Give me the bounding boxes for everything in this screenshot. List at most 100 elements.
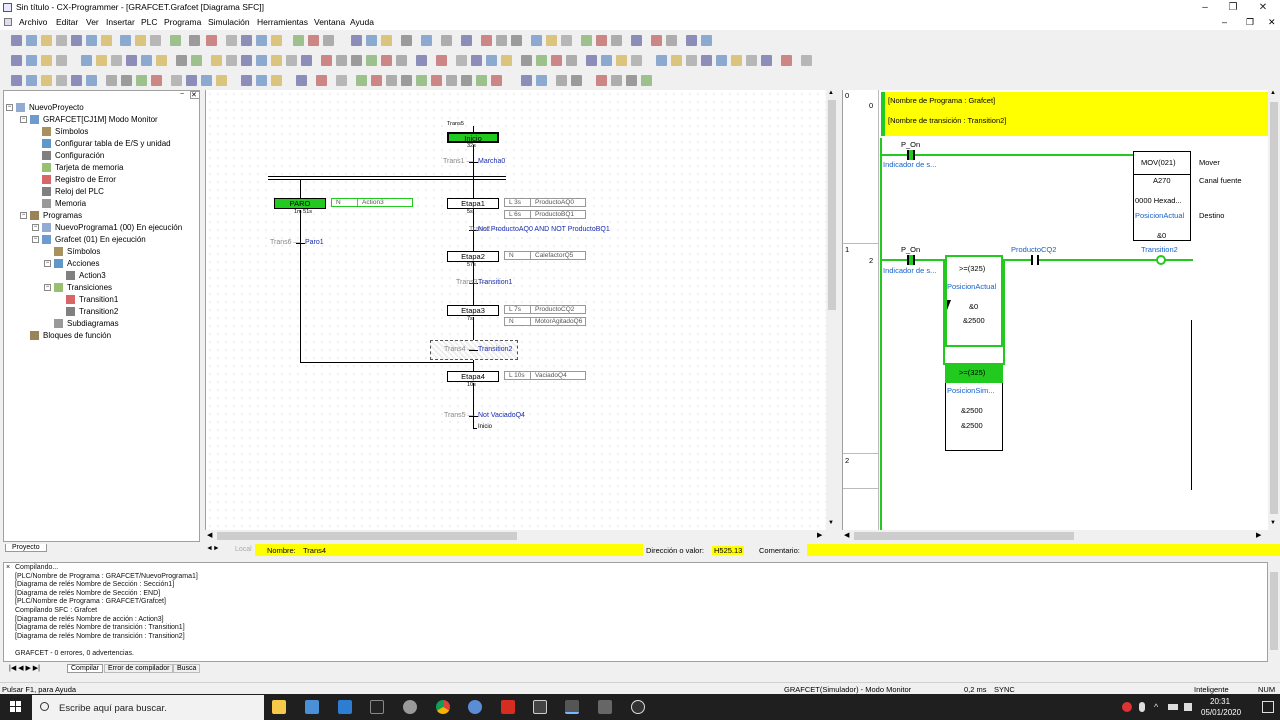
tree-item[interactable]: Tarjeta de memoria: [55, 163, 124, 172]
menu-programa[interactable]: Programa: [164, 17, 202, 27]
menu-ventana[interactable]: Ventana: [314, 17, 346, 27]
chevron-up-icon[interactable]: ^: [1154, 702, 1159, 712]
tb3-tool-icon-32[interactable]: [556, 75, 567, 86]
microphone-icon[interactable]: [1139, 702, 1145, 712]
tb3-tool-icon-13[interactable]: [216, 75, 227, 86]
coil-transition2[interactable]: [1156, 255, 1166, 265]
menu-ver[interactable]: Ver: [86, 17, 99, 27]
app-terminal-icon[interactable]: [533, 700, 547, 714]
tree-item[interactable]: Transition1: [79, 295, 119, 304]
tb2-tool-icon-17[interactable]: [286, 55, 297, 66]
ladder-scroll-left-icon[interactable]: ◀: [844, 532, 850, 539]
tree-item[interactable]: Transition2: [79, 307, 119, 316]
scroll-down-icon[interactable]: ▼: [828, 520, 834, 526]
transition-bar[interactable]: [469, 350, 478, 351]
tb2-tool-icon-13[interactable]: [226, 55, 237, 66]
tb1-tool-icon-21[interactable]: [366, 35, 377, 46]
tb2-tool-icon-48[interactable]: [801, 55, 812, 66]
transition-bar[interactable]: [469, 416, 478, 417]
tb3-tool-icon-37[interactable]: [641, 75, 652, 86]
tb1-tool-icon-7[interactable]: [120, 35, 131, 46]
tb2-tool-icon-11[interactable]: [191, 55, 202, 66]
tree-item[interactable]: Programas: [43, 211, 83, 220]
tb1-tool-icon-19[interactable]: [323, 35, 334, 46]
sfc-step[interactable]: Inicio: [447, 132, 499, 143]
tb1-tool-icon-29[interactable]: [511, 35, 522, 46]
tb3-tool-icon-21[interactable]: [371, 75, 382, 86]
tree-item[interactable]: Símbolos: [67, 247, 101, 256]
sfc-step[interactable]: Etapa2: [447, 251, 499, 262]
contact-p-on[interactable]: [907, 150, 915, 160]
tb2-tool-icon-23[interactable]: [381, 55, 392, 66]
tb1-tool-icon-36[interactable]: [631, 35, 642, 46]
tb2-tool-icon-44[interactable]: [731, 55, 742, 66]
tree-expand-icon[interactable]: −: [20, 116, 27, 123]
tb2-tool-icon-31[interactable]: [521, 55, 532, 66]
tree-expand-icon[interactable]: −: [6, 104, 13, 111]
tb1-tool-icon-20[interactable]: [351, 35, 362, 46]
tab-error-compilador[interactable]: Error de compilador: [104, 664, 174, 673]
tree-expand-icon[interactable]: −: [44, 260, 51, 267]
tree-expand-icon[interactable]: −: [44, 284, 51, 291]
tb3-tool-icon-30[interactable]: [521, 75, 532, 86]
tb2-tool-icon-47[interactable]: [781, 55, 792, 66]
restore-button[interactable]: ❐: [1228, 2, 1238, 13]
tb1-tool-icon-9[interactable]: [150, 35, 161, 46]
tree-item[interactable]: Acciones: [67, 259, 100, 268]
tb2-tool-icon-24[interactable]: [396, 55, 407, 66]
tb1-tool-icon-38[interactable]: [666, 35, 677, 46]
tb2-tool-icon-18[interactable]: [301, 55, 312, 66]
tb1-tool-icon-14[interactable]: [241, 35, 252, 46]
tb3-tool-icon-0[interactable]: [11, 75, 22, 86]
tb1-tool-icon-16[interactable]: [271, 35, 282, 46]
tb1-tool-icon-0[interactable]: [11, 35, 22, 46]
tb3-tool-icon-26[interactable]: [446, 75, 457, 86]
output-close-icon[interactable]: ×: [6, 564, 11, 571]
scroll-up-icon[interactable]: ▲: [828, 90, 834, 96]
tab-busca[interactable]: Busca: [173, 664, 201, 673]
tb2-tool-icon-21[interactable]: [351, 55, 362, 66]
menu-herramientas[interactable]: Herramientas: [257, 17, 309, 27]
tb2-tool-icon-5[interactable]: [96, 55, 107, 66]
tb3-tool-icon-7[interactable]: [121, 75, 132, 86]
tree-item[interactable]: Símbolos: [55, 127, 89, 136]
tb2-tool-icon-19[interactable]: [321, 55, 332, 66]
tree-close-button[interactable]: ✕: [190, 91, 200, 99]
tb1-tool-icon-2[interactable]: [41, 35, 52, 46]
tb1-tool-icon-13[interactable]: [226, 35, 237, 46]
tb1-tool-icon-10[interactable]: [170, 35, 181, 46]
tb2-tool-icon-45[interactable]: [746, 55, 757, 66]
tb2-tool-icon-6[interactable]: [111, 55, 122, 66]
output-scrollbar[interactable]: [1268, 562, 1280, 662]
tb1-tool-icon-8[interactable]: [135, 35, 146, 46]
tb3-tool-icon-3[interactable]: [56, 75, 67, 86]
tb2-tool-icon-2[interactable]: [41, 55, 52, 66]
tb2-tool-icon-16[interactable]: [271, 55, 282, 66]
volume-icon[interactable]: [1184, 703, 1192, 711]
tb3-tool-icon-1[interactable]: [26, 75, 37, 86]
status-nav-icons[interactable]: ◄►: [206, 545, 220, 552]
tree-item[interactable]: Bloques de función: [43, 331, 112, 340]
tb2-tool-icon-1[interactable]: [26, 55, 37, 66]
tb2-tool-icon-4[interactable]: [81, 55, 92, 66]
tb3-tool-icon-8[interactable]: [136, 75, 147, 86]
tb2-tool-icon-25[interactable]: [416, 55, 427, 66]
tray-notification-icon[interactable]: [1122, 702, 1132, 712]
app-window-icon[interactable]: [338, 700, 352, 714]
tb2-tool-icon-0[interactable]: [11, 55, 22, 66]
windows-start-icon[interactable]: [10, 701, 22, 713]
tree-expand-icon[interactable]: −: [20, 212, 27, 219]
tb2-tool-icon-33[interactable]: [551, 55, 562, 66]
tb1-tool-icon-35[interactable]: [611, 35, 622, 46]
tb2-tool-icon-28[interactable]: [471, 55, 482, 66]
notifications-icon[interactable]: [1262, 701, 1274, 713]
tb3-tool-icon-9[interactable]: [151, 75, 162, 86]
tb1-tool-icon-40[interactable]: [701, 35, 712, 46]
menu-insertar[interactable]: Insertar: [106, 17, 135, 27]
menu-archivo[interactable]: Archivo: [19, 17, 48, 27]
document-icon[interactable]: [4, 18, 12, 26]
tree-pin-button[interactable]: −: [180, 91, 185, 98]
tb1-tool-icon-30[interactable]: [531, 35, 542, 46]
